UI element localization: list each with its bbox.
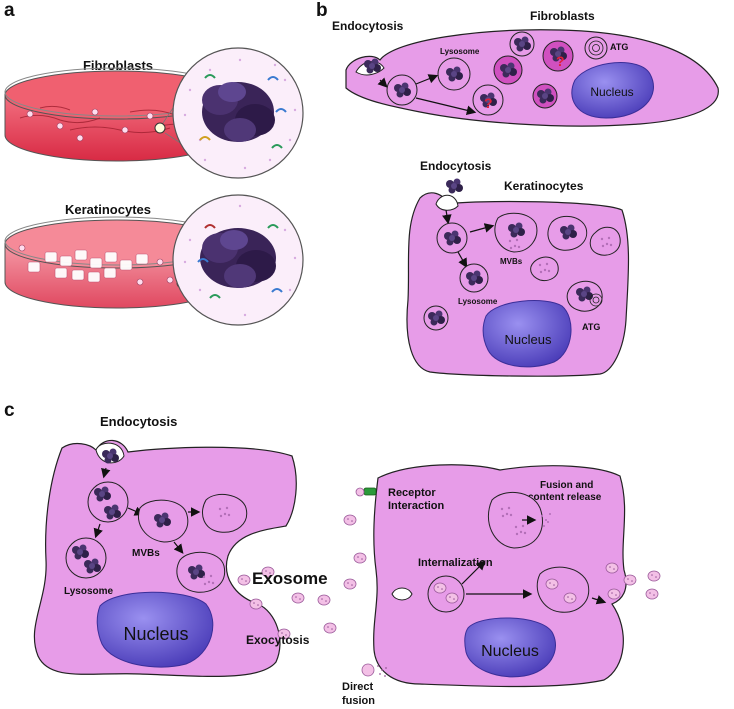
c-fusion-line2: content release [528, 492, 602, 503]
fib-title-label: Fibroblasts [530, 9, 595, 23]
fib-nucleus-label: Nucleus [590, 85, 633, 99]
c-fusion-line1: Fusion and [540, 480, 593, 491]
c-lysosome-label: Lysosome [64, 586, 114, 597]
ker-title-label: Keratinocytes [504, 179, 584, 193]
ker-atg-icon [589, 293, 603, 307]
fib-atg-label: ATG [610, 42, 628, 52]
ker-nucleus-label: Nucleus [505, 332, 552, 347]
dish2-label: Keratinocytes [65, 202, 151, 217]
keratinocyte-cell: Endocytosis Keratinocytes MVBs Lysosome [406, 159, 630, 377]
c-internalization-label: Internalization [418, 557, 493, 569]
c-receptor-line1: Receptor [388, 487, 436, 499]
panel-c: c Endocytosis MVBs Lysosome [4, 400, 661, 707]
fib-atg-icon [584, 36, 608, 60]
c-nucleus-right-label: Nucleus [481, 643, 539, 660]
c-direct-line2: fusion [342, 695, 375, 707]
ker-mvbs-label: MVBs [500, 257, 523, 266]
zoom-circle-keratinocyte [172, 194, 304, 326]
panel-b-letter: b [316, 0, 328, 21]
panel-a-letter: a [4, 0, 15, 21]
ker-endocytosis-label: Endocytosis [420, 159, 492, 173]
c-receptor-line2: Interaction [388, 500, 445, 512]
ker-atg-label: ATG [582, 322, 600, 332]
c-endocytosis-label: Endocytosis [100, 414, 177, 429]
panel-c-letter: c [4, 400, 15, 421]
panel-a: a Fibroblasts [4, 0, 304, 326]
left-cell: Endocytosis MVBs Lysosome Nucleus [33, 414, 297, 677]
c-mvbs-label: MVBs [132, 548, 160, 559]
ker-lysosome-label: Lysosome [458, 297, 498, 306]
right-cell: Receptor Interaction Fusion and content … [342, 464, 627, 707]
panel-b: b Endocytosis Fibroblasts Lysosome ? [316, 0, 719, 377]
fib-lysosome-label: Lysosome [440, 47, 480, 56]
c-exosome-label: Exosome [252, 569, 328, 588]
dish1-label: Fibroblasts [83, 58, 153, 73]
c-nucleus-left-label: Nucleus [123, 624, 188, 644]
c-exocytosis-label: Exocytosis [246, 633, 310, 647]
c-direct-line1: Direct [342, 681, 374, 693]
svg-text:?: ? [556, 53, 565, 69]
svg-text:?: ? [484, 95, 493, 111]
fib-endocytosis-label: Endocytosis [332, 19, 404, 33]
direct-fusion-icon [361, 663, 387, 677]
receptor-icon [355, 487, 377, 497]
fibroblast-cell: Endocytosis Fibroblasts Lysosome ? ? [332, 9, 719, 127]
zoom-circle-fibroblast [172, 47, 304, 179]
